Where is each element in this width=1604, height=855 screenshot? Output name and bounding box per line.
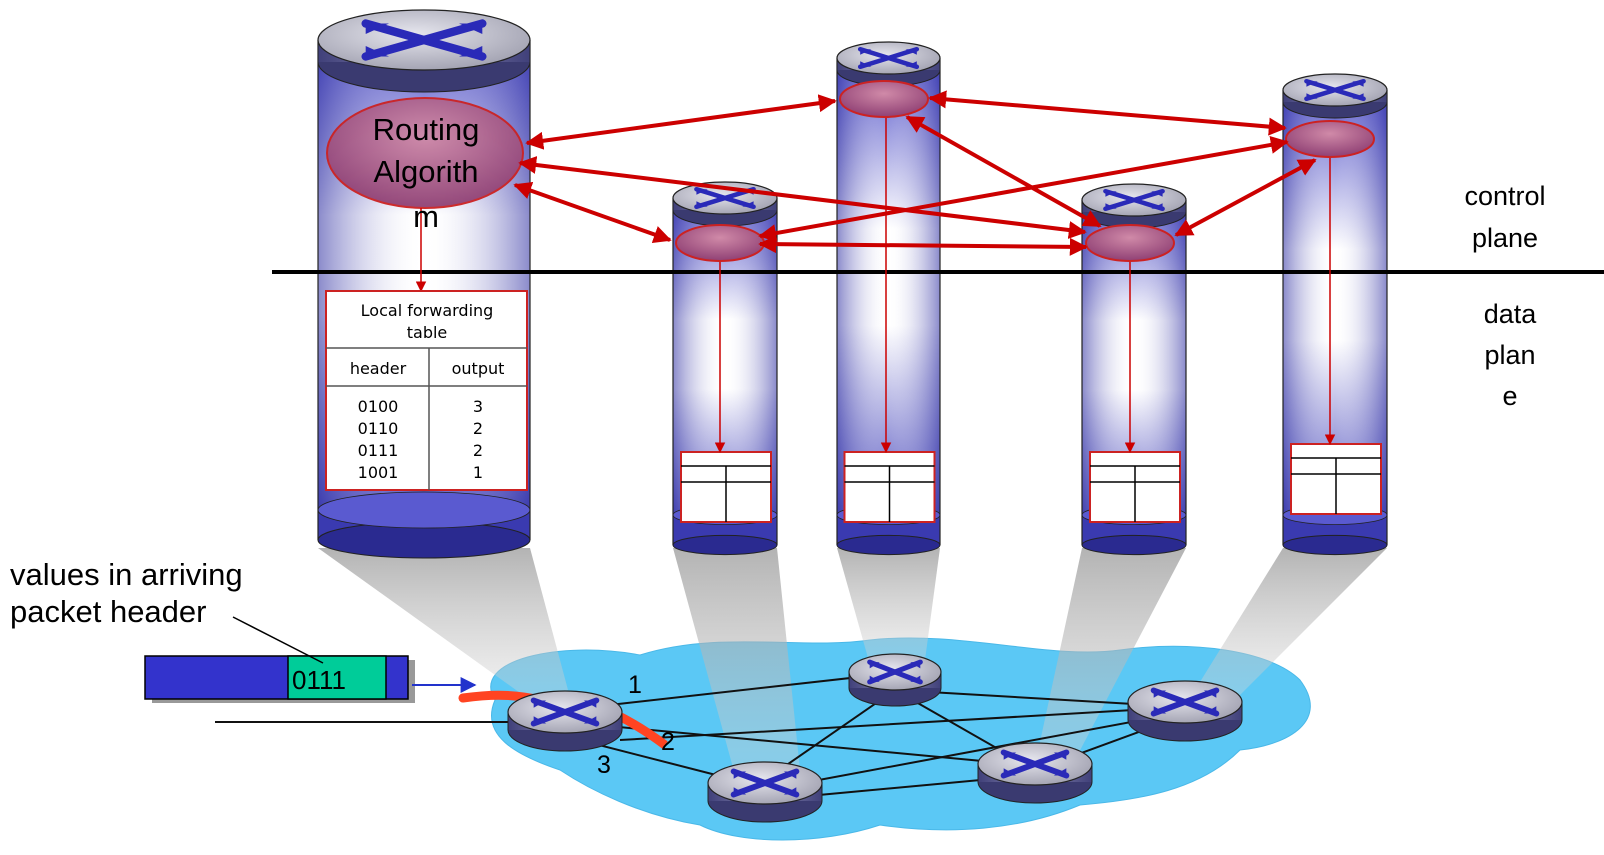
packet-icon: 0111 xyxy=(144,655,415,703)
table-col-output: output xyxy=(452,359,505,378)
table-row-output: 2 xyxy=(473,419,483,438)
table-row-header: 0111 xyxy=(358,441,399,460)
table-row-output: 2 xyxy=(473,441,483,460)
control-plane-label-line2: plane xyxy=(1472,223,1538,253)
routing-label-line3: m xyxy=(413,199,439,234)
values-label-line1: values in arriving xyxy=(10,557,243,592)
data-plane-label-line2: plan xyxy=(1484,340,1535,370)
callout-line xyxy=(232,616,324,664)
router-icon xyxy=(707,761,823,823)
table-row-header: 1001 xyxy=(358,463,399,482)
router-icon xyxy=(507,690,623,752)
data-plane-label-line1: data xyxy=(1484,299,1538,329)
forwarding-table-icon xyxy=(680,451,772,523)
forwarding-table-icon xyxy=(1290,443,1382,515)
routing-label-line2: Algorith xyxy=(373,154,478,189)
table-col-header: header xyxy=(350,359,407,378)
port-label-1: 1 xyxy=(628,671,642,699)
control-plane-arrows xyxy=(513,90,1317,256)
router-icon xyxy=(848,653,942,707)
port-label-3: 3 xyxy=(597,751,611,779)
control-agent-ellipse xyxy=(839,80,929,118)
forwarding-table-icon xyxy=(1089,451,1181,523)
control-plane-label-line1: control xyxy=(1464,181,1545,211)
table-row-output: 1 xyxy=(473,463,483,482)
forwarding-table-icon xyxy=(843,451,936,523)
table-title-line1: Local forwarding xyxy=(361,301,494,320)
data-plane-label-line3: e xyxy=(1502,381,1517,411)
values-label-line2: packet header xyxy=(10,594,206,629)
local-forwarding-table: Local forwarding table header output 010… xyxy=(325,290,528,491)
projection-beams xyxy=(318,548,1387,775)
control-agent-ellipse xyxy=(1085,224,1175,262)
port-label-2: 2 xyxy=(661,728,675,756)
router-column xyxy=(836,41,941,556)
control-agent-ellipse xyxy=(1285,120,1375,158)
table-row-header: 0100 xyxy=(358,397,399,416)
table-row-output: 3 xyxy=(473,397,483,416)
table-title-line2: table xyxy=(407,323,448,342)
routing-algorithm-ellipse xyxy=(326,97,524,209)
table-row-header: 0110 xyxy=(358,419,399,438)
packet-header-value: 0111 xyxy=(292,665,346,695)
control-agent-ellipse xyxy=(675,224,765,262)
router-icon xyxy=(1127,680,1243,742)
router-icon xyxy=(977,742,1093,804)
routing-label-line1: Routing xyxy=(373,112,480,147)
